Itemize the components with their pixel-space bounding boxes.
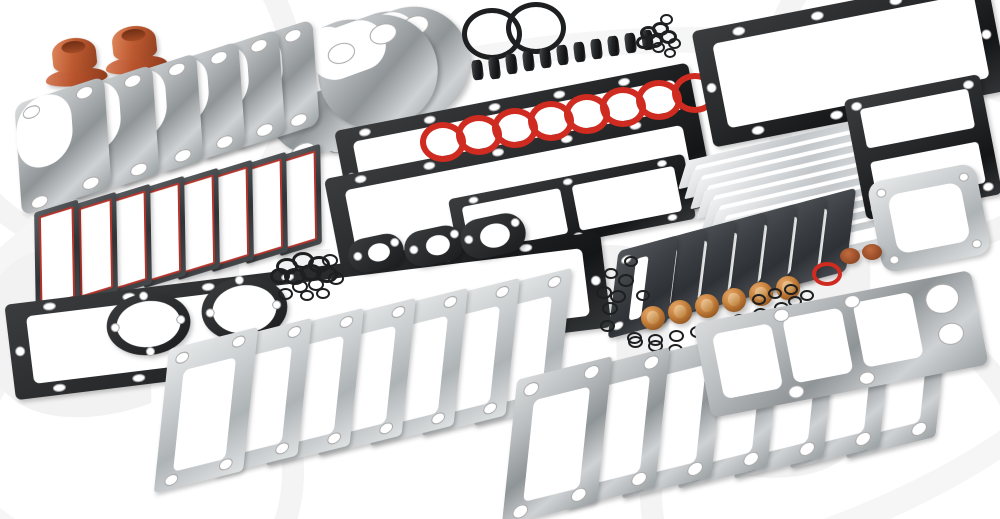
sleeve	[504, 53, 519, 75]
head-gasket	[153, 326, 259, 494]
rubber-seal	[840, 248, 860, 264]
sleeve	[589, 38, 604, 60]
sleeve	[487, 56, 502, 80]
copper-bushing	[668, 300, 692, 324]
oring-black	[600, 320, 615, 332]
oring-red-single	[812, 262, 842, 286]
head-gasket	[501, 356, 613, 519]
copper-bushing	[722, 288, 746, 312]
manifold-gasket	[14, 75, 112, 217]
rocker-cover-gasket	[74, 191, 118, 305]
turbo-flange-gasket	[866, 162, 992, 274]
sleeve	[555, 44, 570, 66]
copper-bushing	[695, 294, 719, 318]
sleeve	[470, 59, 485, 81]
sleeve	[572, 41, 587, 63]
copper-bushing	[641, 306, 665, 330]
oring-black	[602, 302, 618, 315]
rubber-seal	[862, 244, 882, 260]
oring-black	[506, 2, 566, 54]
sleeve	[606, 35, 621, 57]
